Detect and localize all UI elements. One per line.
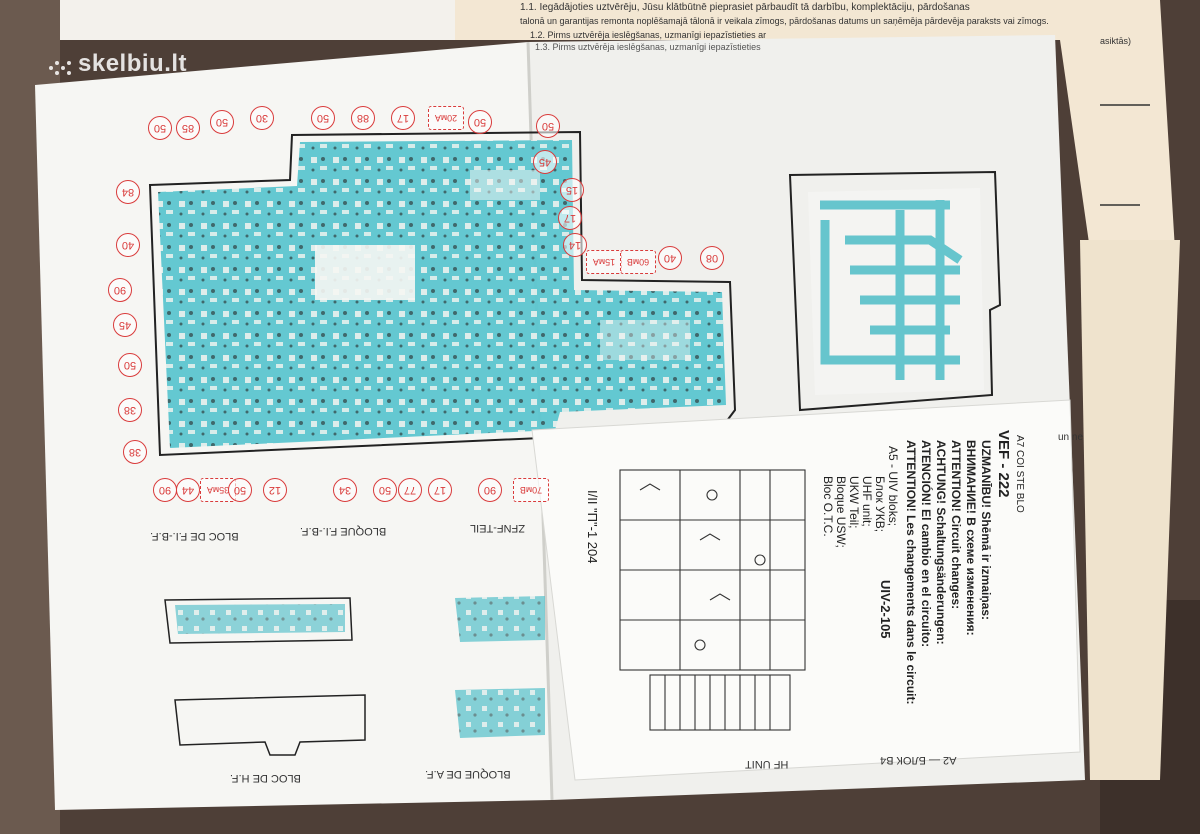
notice-line: UKW Teil; <box>847 476 861 529</box>
label-un-ne: un ne <box>1058 432 1084 443</box>
red-callout-circle: 90 <box>153 478 177 502</box>
label-bloque-fi-bf: BLOQUE F.I.-B.F. <box>300 525 387 537</box>
red-callout-circle: 50 <box>373 478 397 502</box>
notice-sheet <box>531 399 1081 781</box>
red-callout-circle: 85 <box>176 116 200 140</box>
red-callout-circle: 14 <box>563 233 587 257</box>
notice-line: ATTENTION! Circuit changes: <box>949 440 963 610</box>
red-callout-circle: 50 <box>311 106 335 130</box>
red-callout-circle: 50 <box>536 114 560 138</box>
red-callout-circle: 34 <box>333 478 357 502</box>
label-hf-unit: HF UNIT <box>745 758 789 770</box>
red-callout-circle: 50 <box>148 116 172 140</box>
notice-line: ACHTUNG! Schaltungsänderungen: <box>934 440 948 645</box>
red-callout-circle: 50 <box>118 353 142 377</box>
red-callout-circle: 90 <box>478 478 502 502</box>
label-bloc-hf: BLOC DE H.F. <box>230 772 301 784</box>
red-callout-circle: 17 <box>391 106 415 130</box>
label-a7-side: A7 COI STE BLO <box>1014 435 1025 513</box>
notice-line: A5 - UIV bloks; <box>886 446 900 527</box>
top-text-4: 1.3. Pirms uztvērēja ieslēgšanas, uzmanī… <box>535 42 761 52</box>
watermark-text: skelbiu.lt <box>78 50 188 77</box>
red-callout-circle: 45 <box>113 313 137 337</box>
red-callout-circle: 88 <box>351 106 375 130</box>
red-callout-circle: 12 <box>263 478 287 502</box>
main-pcb-drawing <box>158 140 726 448</box>
red-callout-circle: 38 <box>123 440 147 464</box>
top-text-3: 1.2. Pirms uztvērēja ieslēgšanas, uzmanī… <box>530 30 767 40</box>
red-callout-circle: 50 <box>210 110 234 134</box>
right-side-paper <box>1080 240 1180 780</box>
top-text-2: talonā un garantijas remonta noplēšamajā… <box>520 16 1049 26</box>
top-left-paper <box>60 0 455 40</box>
logo-icon <box>48 56 72 75</box>
red-callout-circle: 77 <box>398 478 422 502</box>
red-callout-circle: 15 <box>560 178 584 202</box>
notice-line: ATTENTION! Les changements dans le circu… <box>904 440 918 705</box>
red-callout-circle: 60мВ <box>620 250 656 274</box>
red-callout-circle: 84 <box>116 180 140 204</box>
notice-title: VEF - 222 <box>995 430 1012 498</box>
red-callout-circle: 20мА <box>428 106 464 130</box>
red-callout-circle: 50 <box>468 110 492 134</box>
red-callout-circle: 15мА <box>586 250 622 274</box>
notice-line: UZMANĪBU! Shēmā ir izmaiņas: <box>979 440 993 621</box>
label-zfnf-teil: ZFNF-TEIL <box>470 522 525 534</box>
label-bloque-af: BLOQUE DE A.F. <box>425 768 511 780</box>
notice-unit-code: UIV-2-105 <box>878 580 893 639</box>
notice-stamp: I/II "П"-1 204 <box>585 490 600 564</box>
watermark-logo: skelbiu.lt <box>48 50 187 78</box>
notice-line: UHF unit; <box>860 476 874 527</box>
red-callout-circle: 17 <box>428 478 452 502</box>
label-blok-b4: A2 — БЛОК В4 <box>880 754 957 766</box>
red-callout-circle: 17 <box>558 206 582 230</box>
notice-schematic <box>619 469 806 731</box>
red-callout-circle: 90 <box>108 278 132 302</box>
top-text-1: 1.1. Iegādājoties uztvērēju, Jūsu klātbū… <box>520 2 970 13</box>
label-bloc-fi-bf: BLOC DE F.I.-B.F. <box>150 530 239 542</box>
red-callout-circle: 40 <box>658 246 682 270</box>
top-right-paper <box>455 0 1175 250</box>
red-callout-circle: 38 <box>118 398 142 422</box>
notice-line: Bloque USW; <box>834 476 848 548</box>
red-callout-circle: 40 <box>116 233 140 257</box>
notice-line: ATENCIÓN! El cambio en el circuito: <box>919 440 933 648</box>
red-callout-circle: 44 <box>176 478 200 502</box>
red-callout-circle: 50 <box>228 478 252 502</box>
red-callout-circle: 30 <box>250 106 274 130</box>
notice-line: Блок УКВ; <box>873 476 887 533</box>
top-text-side: asiktās) <box>1100 36 1132 46</box>
notice-line: ВНИМАНИЕ! В схеме изменения: <box>964 440 978 636</box>
red-callout-circle: 70мВ <box>513 478 549 502</box>
red-callout-circle: 08 <box>700 246 724 270</box>
red-callout-circle: 45 <box>533 150 557 174</box>
notice-line: Bloc O.T.C. <box>821 476 835 537</box>
